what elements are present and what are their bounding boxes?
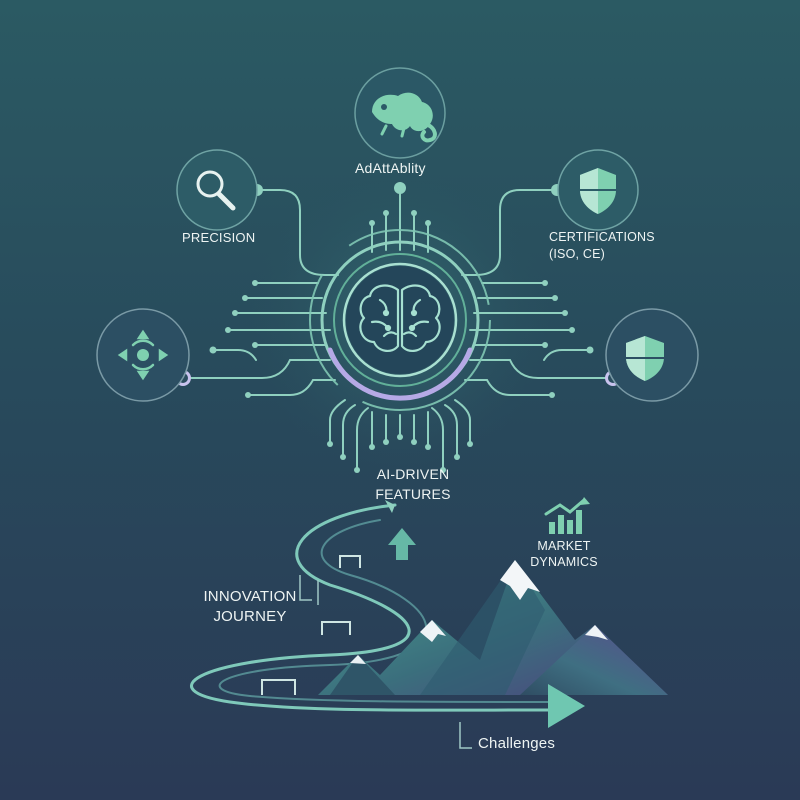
adaptability-node [354,67,446,159]
target-arrows-icon [117,329,169,381]
chameleon-icon [372,92,437,143]
certifications-label: CERTIFICATIONS (ISO, CE) [549,230,655,261]
growth-chart-icon [544,497,590,534]
brain-hub [309,229,491,411]
innovation-road [190,503,552,712]
shield-icon [626,336,664,381]
precision-node [176,149,258,231]
magnifier-icon [196,170,236,211]
shield-icon [580,168,616,214]
left-node [96,308,190,402]
ai-driven-features-label: AI-DRIVEN FEATURES [375,466,451,502]
challenges-label: Challenges [478,735,556,752]
up-arrow-icon [385,500,416,560]
trace-endpoints [209,210,594,473]
precision-label: PRECISION [182,230,256,245]
innovation-journey-label: INNOVATION JOURNEY [203,588,297,625]
mountains [318,560,668,695]
market-dynamics-label: MARKET DYNAMICS [530,539,598,569]
adaptability-label: AdAttAblity [355,160,426,176]
challenges-arrow-icon [459,684,585,749]
right-node [605,308,699,402]
road-markers [261,555,361,695]
certifications-node [557,149,639,231]
brain-circuit-icon [359,284,441,352]
